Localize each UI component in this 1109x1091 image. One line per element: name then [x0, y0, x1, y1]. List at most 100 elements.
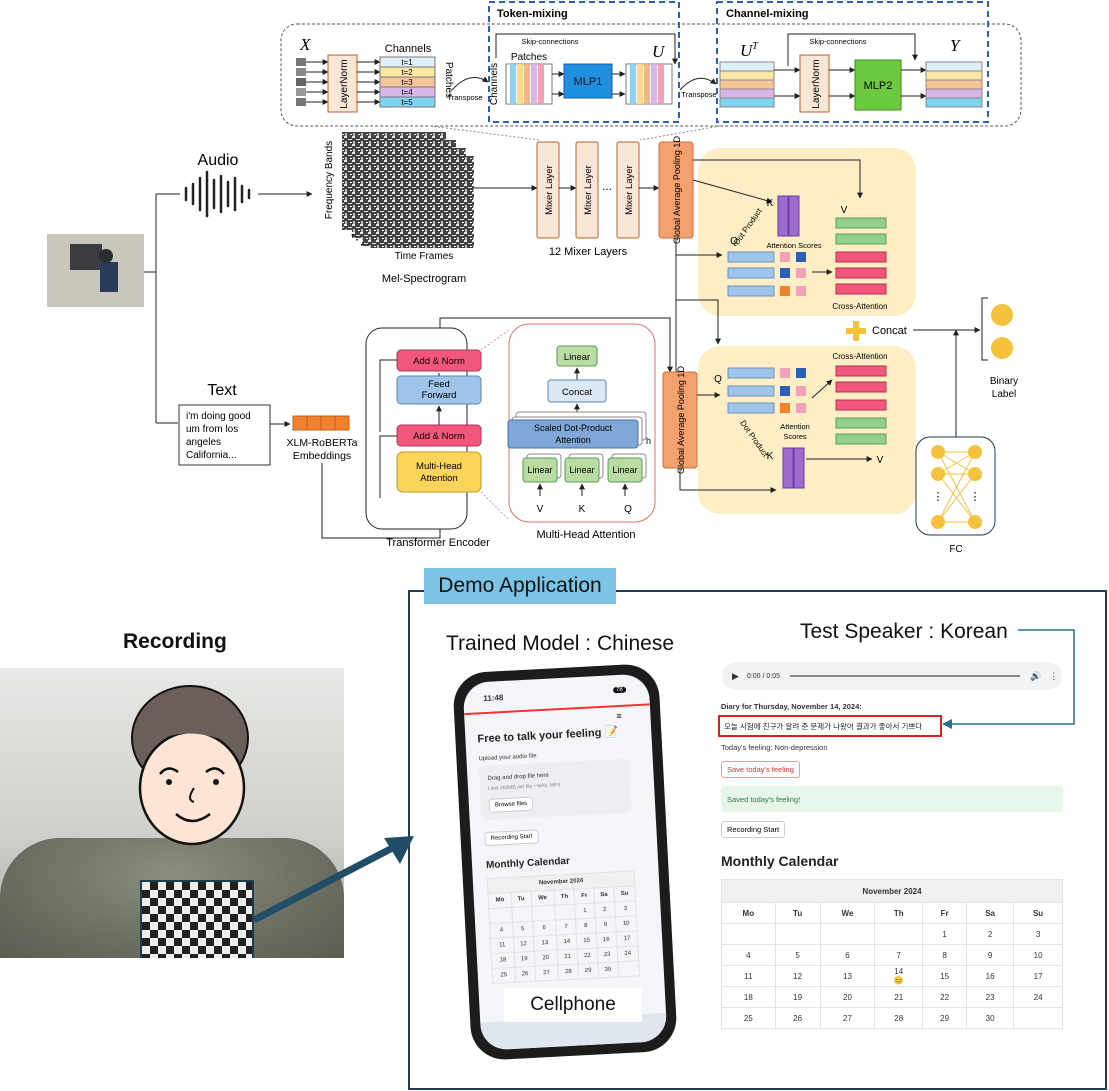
label-node-2 — [991, 337, 1013, 359]
calendar-day-cell: 21 — [557, 948, 579, 966]
channel-output-rows — [925, 61, 983, 108]
linear-v-box — [522, 453, 562, 483]
feeling-label: Today's feeling: Non-depression — [721, 743, 828, 752]
architecture-diagram: X LayerNorm Channels t=1 t=2 t=3 t=4 t=5… — [47, 1, 1022, 555]
calendar-day-header: Su — [613, 885, 636, 902]
calendar-day-cell: 18 — [721, 986, 776, 1008]
binary-label-2: Label — [992, 389, 1016, 400]
calendar-day-cell: 26 — [774, 1007, 821, 1029]
save-feeling-button[interactable]: Save today's feeling — [721, 761, 800, 778]
audio-player[interactable]: ▶ 0:00 / 0:05 🔊 ⋮ — [722, 662, 1062, 690]
calendar-day-cell: 22 — [922, 986, 968, 1008]
mel-spectrogram-image — [342, 132, 474, 248]
smile-emoji-icon: 😊 — [893, 976, 904, 985]
web-record-button[interactable]: Recording Start — [721, 821, 786, 838]
t-label-5: t=5 — [401, 98, 413, 107]
token-mixing-title: Token-mixing — [497, 8, 568, 20]
calendar-day-cell — [554, 904, 576, 921]
phone-record-button[interactable]: Recording Start — [484, 829, 539, 847]
calendar-day-cell — [774, 923, 821, 945]
more-icon[interactable]: ⋮ — [1049, 670, 1059, 681]
phone-dropzone[interactable]: Drag and drop file here Limit 200MB per … — [478, 758, 632, 821]
q-label-2: Q — [714, 374, 722, 385]
calendar-day-header: Th — [553, 889, 576, 906]
linear-k-label: Linear — [569, 465, 594, 475]
gap-label-audio: Global Average Pooling 1D — [672, 136, 682, 244]
t-label-3: t=3 — [401, 78, 413, 87]
calendar-day-cell: 1 — [922, 923, 968, 945]
token-patch-grid — [505, 63, 553, 105]
linear-k-box — [564, 453, 604, 483]
phone-browse-button[interactable]: Browse files — [488, 796, 534, 813]
mixer-layer-1 — [536, 141, 560, 239]
calendar-day-cell: 4 — [721, 944, 776, 966]
calendar-day-cell: 30 — [966, 1007, 1015, 1029]
score-cells-1 — [780, 252, 806, 296]
calendar-day-cell — [511, 906, 533, 923]
trained-model-label: Trained Model : Chinese — [446, 632, 675, 655]
play-icon[interactable]: ▶ — [732, 670, 739, 681]
diary-text: 오늘 시험에 친구가 알려 준 문제가 나왔어 결과가 좋아서 기쁘다 — [718, 715, 942, 737]
linear-top-label: Linear — [564, 352, 590, 363]
calendar-day-cell: 14😊 — [874, 965, 924, 987]
demo-section: Demo Application Recording Trained Model… — [0, 560, 1109, 1091]
arrow-icon — [252, 836, 414, 924]
phone-limit-label: Limit 200MB per file • WAV, MP3 — [487, 782, 561, 792]
calendar-day-cell: 8 — [575, 918, 596, 934]
transcript-box — [178, 404, 271, 466]
k-label-1: K — [767, 198, 774, 209]
calendar-day-cell: 27 — [534, 965, 559, 982]
q-matrix-1 — [727, 251, 775, 297]
calendar-day-cell: 3 — [614, 900, 637, 917]
patches-label: Patches — [511, 52, 547, 63]
scaled-label-1: Scaled Dot-Product — [534, 423, 613, 433]
calendar-day-header: Sa — [966, 902, 1015, 924]
calendar-day-cell: 13 — [532, 935, 558, 952]
calendar-day-cell: 2 — [594, 901, 616, 919]
audio-progress[interactable] — [790, 675, 1021, 677]
calendar-day-cell: 1 — [575, 903, 595, 920]
mixer-layer-3 — [616, 141, 640, 239]
transpose-label-2: Transpose — [681, 90, 716, 99]
calendar-day-cell: 28 — [557, 963, 580, 980]
scaled-label-2: Attention — [555, 435, 591, 445]
multihead-label-2: Attention — [420, 473, 458, 484]
binary-label-1: Binary — [990, 376, 1018, 387]
q-matrix-2 — [727, 367, 775, 414]
calendar-day-cell: 13 — [819, 965, 876, 987]
text-label: Text — [207, 382, 237, 399]
h-label: h — [646, 436, 651, 446]
fc-nodes — [931, 445, 982, 529]
mixer-layer-label-3: Mixer Layer — [624, 165, 635, 215]
calendar-day-cell: 26 — [514, 966, 536, 983]
volume-icon[interactable]: 🔊 — [1030, 670, 1042, 681]
calendar-day-cell: 28 — [874, 1007, 924, 1029]
calendar-day-header: We — [819, 902, 876, 924]
calendar-day-cell — [1013, 1007, 1063, 1029]
linear-top-box — [556, 345, 598, 367]
calendar-day-cell: 11 — [490, 937, 515, 954]
concat-box — [547, 379, 607, 403]
calendar-day-cell: 30 — [597, 961, 619, 978]
calendar-day-header: Mo — [488, 892, 512, 909]
avatar — [131, 685, 249, 846]
calendar-day-cell: 7 — [555, 919, 577, 936]
channels-rotated-label: Channels — [489, 63, 500, 105]
linear-v-label: Linear — [527, 465, 552, 475]
calendar-day-cell: 16 — [595, 931, 617, 948]
mel-spectrogram-caption: Mel-Spectrogram — [382, 273, 466, 285]
feed-forward-label-2: Forward — [422, 390, 457, 401]
attention-scores-label-1: Attention Scores — [766, 241, 821, 250]
skip-connections-label-2: Skip-connections — [809, 37, 866, 46]
k-matrix-1 — [777, 195, 800, 237]
menu-icon[interactable]: ≡ — [616, 710, 622, 722]
calendar-day-cell: 14 — [556, 933, 578, 951]
phone-time: 11:48 — [483, 693, 504, 704]
calendar-day-header: Fr — [574, 888, 595, 905]
k-label-2: K — [767, 451, 774, 462]
token-output-grid — [625, 63, 673, 105]
